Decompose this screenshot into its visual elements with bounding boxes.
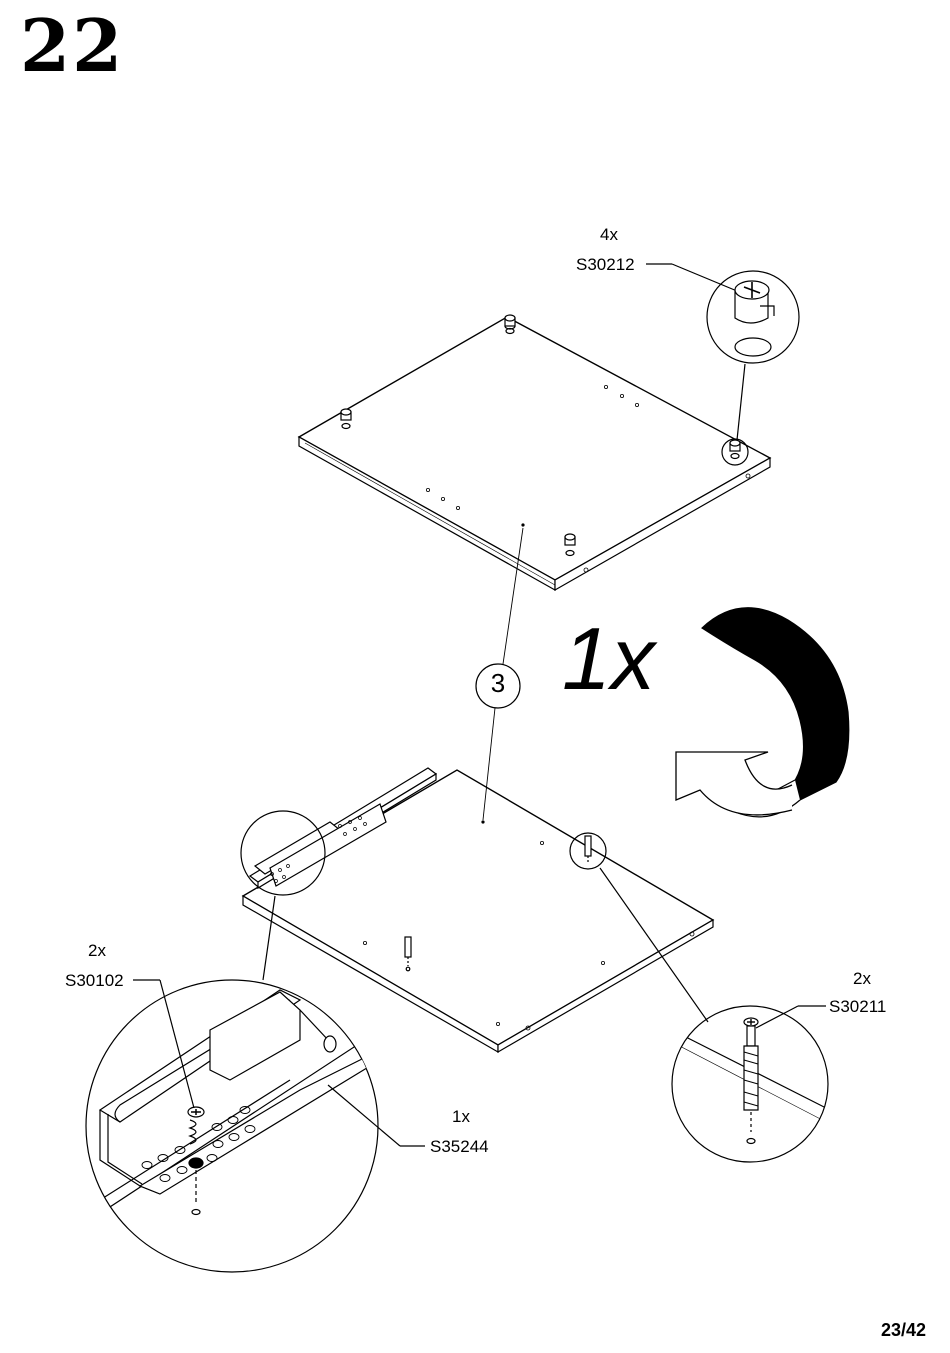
drawer-runner-qty: 1x — [452, 1108, 470, 1125]
dowel-bolt-icon — [744, 1018, 758, 1144]
dowel-bolt-installed-1 — [405, 937, 411, 971]
dowel-bolt-qty: 2x — [853, 970, 871, 987]
bottom-panel — [241, 768, 713, 1052]
screw-icon — [188, 1107, 204, 1215]
dowel-detail-callout — [600, 868, 830, 1162]
drawer-runner — [241, 768, 436, 895]
flip-arrow-icon — [676, 608, 849, 817]
cam-lock-installed-3 — [565, 534, 575, 556]
top-panel — [299, 315, 770, 590]
screw-code: S30102 — [65, 972, 124, 989]
cam-lock-qty: 4x — [600, 226, 618, 243]
cam-lock-installed-1 — [505, 315, 515, 334]
dowel-bolt-code: S30211 — [829, 998, 886, 1015]
cam-lock-code: S30212 — [576, 256, 635, 273]
drawer-runner-code: S35244 — [430, 1138, 489, 1155]
screw-qty: 2x — [88, 942, 106, 959]
page-counter: 23/42 — [881, 1320, 926, 1341]
cam-lock-callout — [646, 264, 799, 440]
runner-detail-callout — [86, 896, 425, 1272]
cam-lock-installed-2 — [341, 409, 351, 429]
rotate-quantity: 1x — [562, 615, 655, 703]
cam-lock-installed-4 — [722, 439, 748, 465]
dowel-bolt-installed-2 — [570, 833, 606, 869]
part-number: 3 — [478, 670, 518, 696]
